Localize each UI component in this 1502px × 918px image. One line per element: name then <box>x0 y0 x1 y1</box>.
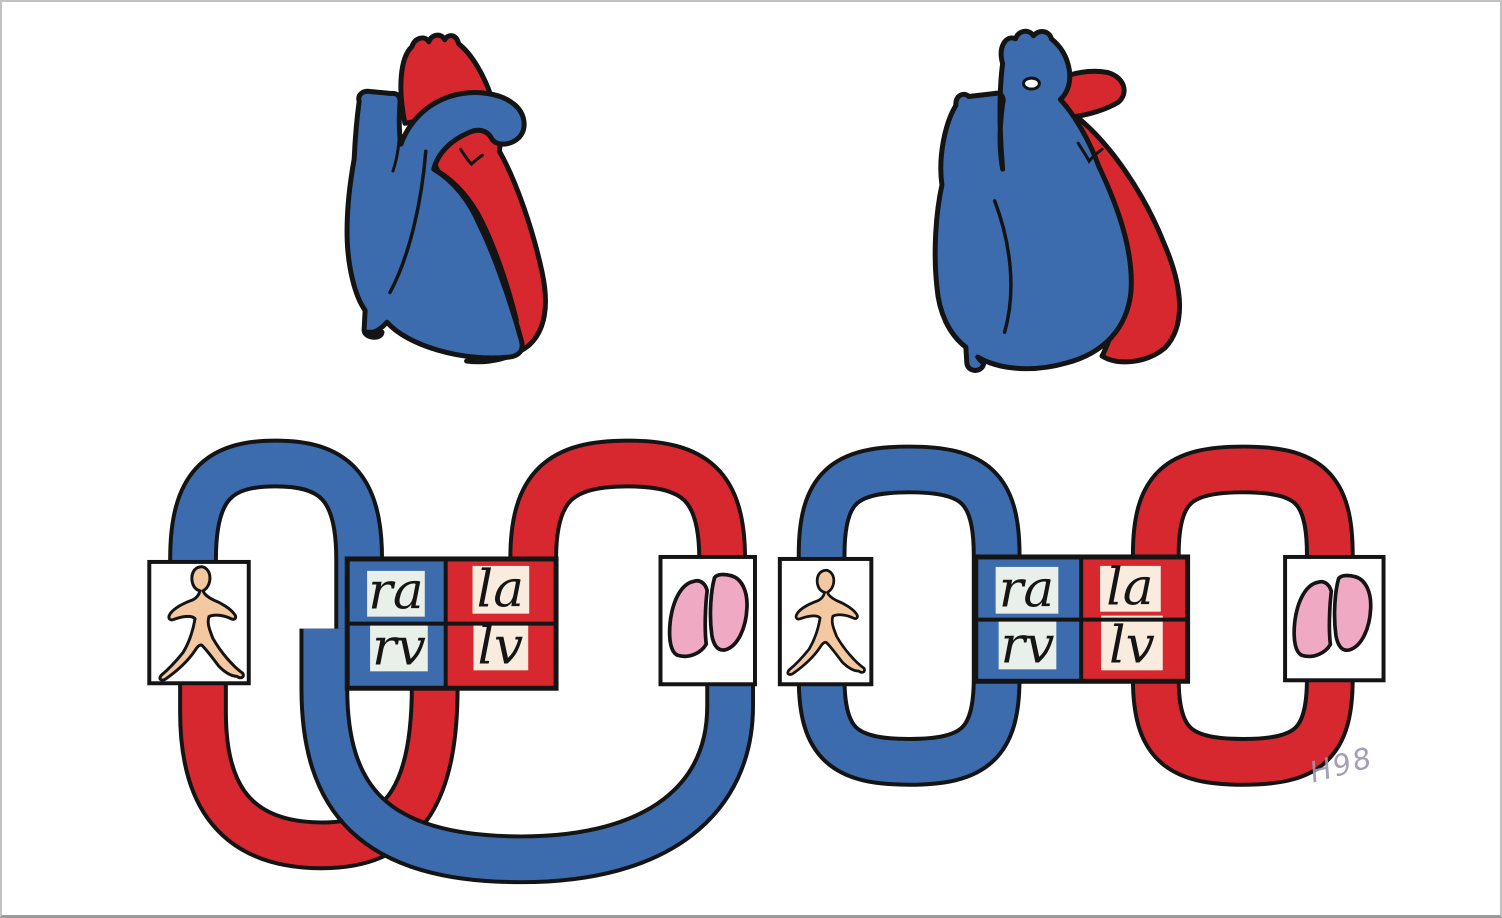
aorta-loop <box>182 628 456 867</box>
heart-body-blue <box>932 28 1134 373</box>
lv-label: lv <box>477 616 523 676</box>
body-box <box>147 559 251 686</box>
pulmonary-notch-line <box>459 147 484 167</box>
rv-label-patch <box>370 623 428 672</box>
aorta-opening-icon <box>1022 76 1041 91</box>
ra-label: ra <box>999 560 1055 620</box>
rv-label-patch <box>998 619 1057 670</box>
heart-chamber-box: ra la rv lv <box>973 554 1191 684</box>
parallel-circulation-diagram: ra la rv lv <box>777 444 1386 787</box>
ra-label: ra <box>368 562 424 622</box>
atrial-groove-line <box>992 199 1013 334</box>
lv-label-patch <box>473 624 529 671</box>
lv-label-patch <box>1101 615 1163 671</box>
svc-contour-line <box>391 103 402 173</box>
ra-label-patch <box>367 570 425 617</box>
pulmonary-vein-loop <box>512 442 744 649</box>
vena-cava-loop <box>172 442 381 649</box>
heart-chamber-box: ra la rv lv <box>344 556 559 691</box>
la-label: la <box>477 560 524 620</box>
body-box <box>777 556 874 687</box>
rv-label: rv <box>1001 615 1055 675</box>
rv-label: rv <box>372 617 426 677</box>
lungs-box <box>658 554 757 687</box>
la-label-patch <box>1100 565 1161 612</box>
transposed-heart-icon <box>932 28 1182 373</box>
lv-label: lv <box>1109 615 1155 675</box>
pulmonary-notch-line <box>1076 141 1104 164</box>
la-label-patch <box>472 565 530 614</box>
lungs-box <box>1283 554 1386 683</box>
ra-label-patch <box>995 566 1059 614</box>
la-label: la <box>1106 558 1153 618</box>
crossed-circulation-diagram: ra la rv lv <box>147 438 757 885</box>
pulmonary-artery-loop <box>303 628 752 881</box>
ventricular-groove-line <box>388 149 428 295</box>
normal-heart-icon <box>344 32 548 365</box>
